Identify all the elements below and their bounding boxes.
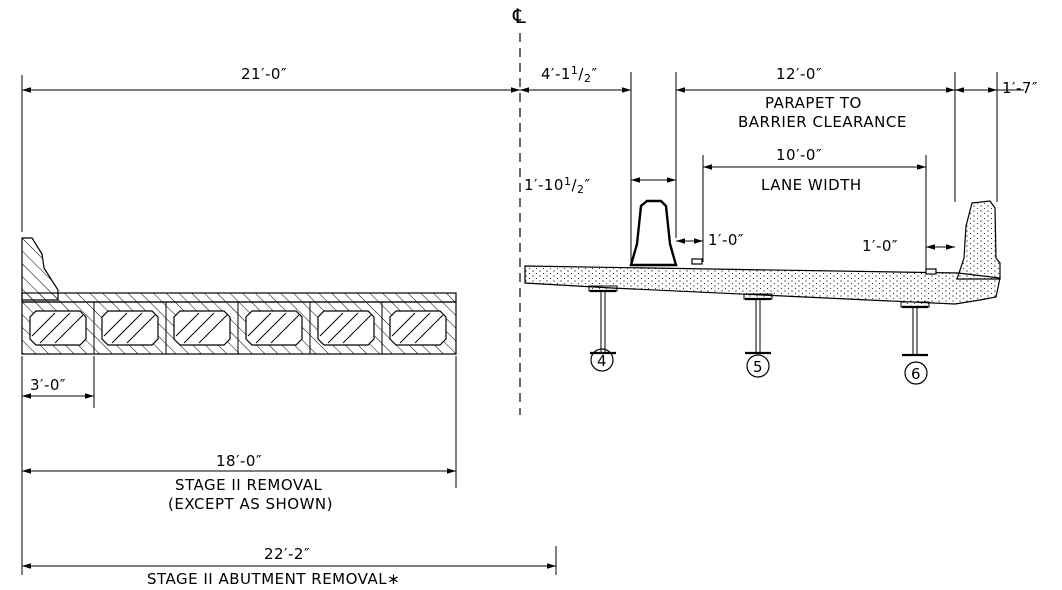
dim-barrier-overhang-value: 1′-7″ [1002,79,1038,97]
marker-right [925,268,937,275]
left-box-beam-superstructure [21,237,457,355]
parapet-to-barrier-label-2: BARRIER CLEARANCE [738,113,907,131]
dim-stage2-removal: 18′-0″ STAGE II REMOVAL (EXCEPT AS SHOWN… [22,356,457,513]
right-superstructure: 4 5 6 [524,199,1001,385]
steel-girder-4 [590,289,616,355]
marker-left [691,258,703,265]
dim-cl-to-parapet-value: 4′-11/2″ [541,64,598,85]
centerline-symbol: ℄ [512,4,526,28]
dim-offset-right-value: 1′-0″ [862,237,898,255]
box-beam-voids [29,310,447,346]
dim-left-width-value: 21′-0″ [241,65,287,83]
centerline: ℄ [512,4,526,415]
dim-abutment-removal-value: 22′-2″ [264,545,310,563]
girder-tag-4: 4 [590,348,614,372]
dim-parapet-to-barrier: 12′-0″ PARAPET TO BARRIER CLEARANCE [675,65,956,238]
dim-stage2-removal-value: 18′-0″ [216,452,262,470]
dim-offset-left: 1′-0″ [676,231,744,249]
dim-parapet-width-value: 1′-101/2″ [524,175,591,196]
dim-left-width: 21′-0″ [21,65,520,232]
dim-lane-width-value: 10′-0″ [776,146,822,164]
center-barrier [629,199,678,267]
dim-parapet-width: 1′-101/2″ [524,175,676,196]
girder-tag-6-label: 6 [911,365,921,383]
dim-offset-right: 1′-0″ [862,237,955,255]
parapet-to-barrier-label-1: PARAPET TO [765,94,862,112]
dim-box-beam-width: 3′-0″ [21,356,95,575]
girder-tag-6: 6 [904,361,928,385]
stage2-removal-label-2: (EXCEPT AS SHOWN) [168,495,333,513]
dim-cl-to-parapet: 4′-11/2″ [520,64,632,262]
left-parapet [21,237,59,301]
abutment-removal-label: STAGE II ABUTMENT REMOVAL∗ [147,570,400,588]
dim-offset-left-value: 1′-0″ [708,231,744,249]
dim-parapet-to-barrier-value: 12′-0″ [776,65,822,83]
girder-tag-5: 5 [746,354,770,378]
steel-girder-5 [745,297,771,355]
box-beam-joints [93,302,383,354]
dim-barrier-overhang: 1′-7″ [955,72,1038,202]
dim-box-beam-width-value: 3′-0″ [30,376,66,394]
void-hatch [31,312,444,344]
steel-girder-6 [902,305,928,357]
girder-tag-5-label: 5 [753,358,763,376]
left-deck-overlay [21,292,457,303]
lane-width-label: LANE WIDTH [761,176,862,194]
girder-tag-4-label: 4 [597,352,607,370]
dim-abutment-removal: 22′-2″ STAGE II ABUTMENT REMOVAL∗ [22,545,557,588]
stage2-removal-label-1: STAGE II REMOVAL [175,476,322,494]
right-parapet [956,200,1001,280]
dim-lane-width: 10′-0″ LANE WIDTH [702,146,927,270]
